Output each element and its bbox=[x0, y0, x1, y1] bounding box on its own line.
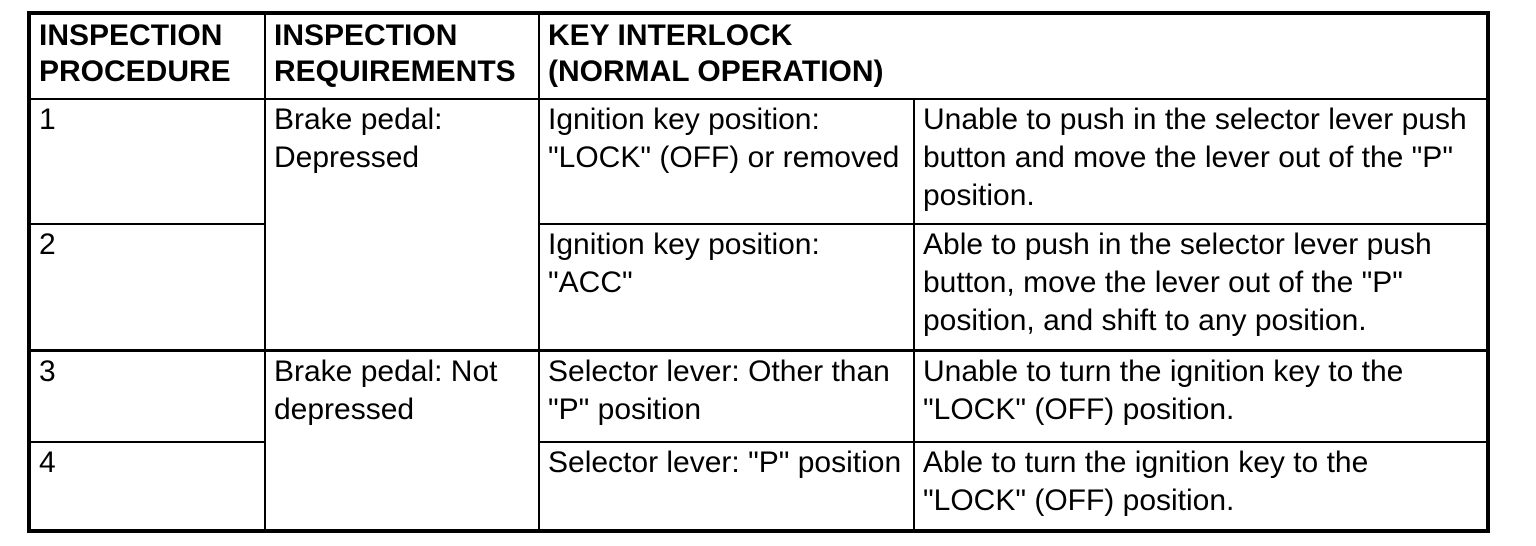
key-interlock-table-container: INSPECTION PROCEDURE INSPECTION REQUIREM… bbox=[27, 11, 1491, 533]
table-row-2: 2 Ignition key position: "ACC" Able to p… bbox=[28, 223, 1490, 351]
table-row-1: 1 Brake pedal: Depressed Ignition key po… bbox=[28, 98, 1490, 351]
header-row: INSPECTION PROCEDURE INSPECTION REQUIREM… bbox=[28, 12, 1490, 100]
cell-requirement-brake-not-depressed: Brake pedal: Not depressed bbox=[264, 348, 540, 532]
cell-condition-2: Ignition key position: "ACC" bbox=[538, 223, 915, 351]
key-interlock-inspection-table: INSPECTION PROCEDURE INSPECTION REQUIREM… bbox=[27, 11, 1491, 533]
cell-condition-4: Selector lever: "P" position bbox=[538, 441, 915, 532]
cell-procedure-1: 1 bbox=[28, 98, 266, 225]
table-row-3: 3 Brake pedal: Not depressed Selector le… bbox=[28, 348, 1490, 532]
cell-requirement-brake-depressed: Brake pedal: Depressed bbox=[264, 98, 540, 351]
cell-result-3: Unable to turn the ignition key to the "… bbox=[912, 348, 1490, 443]
cell-condition-3: Selector lever: Other than "P" position bbox=[538, 348, 915, 443]
cell-result-4: Able to turn the ignition key to the "LO… bbox=[912, 441, 1490, 532]
cell-result-2: Able to push in the selector lever push … bbox=[912, 223, 1490, 351]
col-header-inspection-requirements: INSPECTION REQUIREMENTS bbox=[264, 12, 540, 100]
col-header-key-interlock-normal-operation: KEY INTERLOCK (NORMAL OPERATION) bbox=[537, 12, 1490, 100]
cell-procedure-3: 3 bbox=[28, 348, 266, 443]
cell-condition-1: Ignition key position: "LOCK" (OFF) or r… bbox=[538, 98, 915, 225]
table-row-4: 4 Selector lever: "P" position Able to t… bbox=[28, 441, 1490, 532]
cell-result-1: Unable to push in the selector lever pus… bbox=[912, 98, 1490, 225]
cell-procedure-2: 2 bbox=[28, 223, 266, 351]
cell-procedure-4: 4 bbox=[28, 441, 266, 532]
col-header-inspection-procedure: INSPECTION PROCEDURE bbox=[28, 12, 266, 100]
